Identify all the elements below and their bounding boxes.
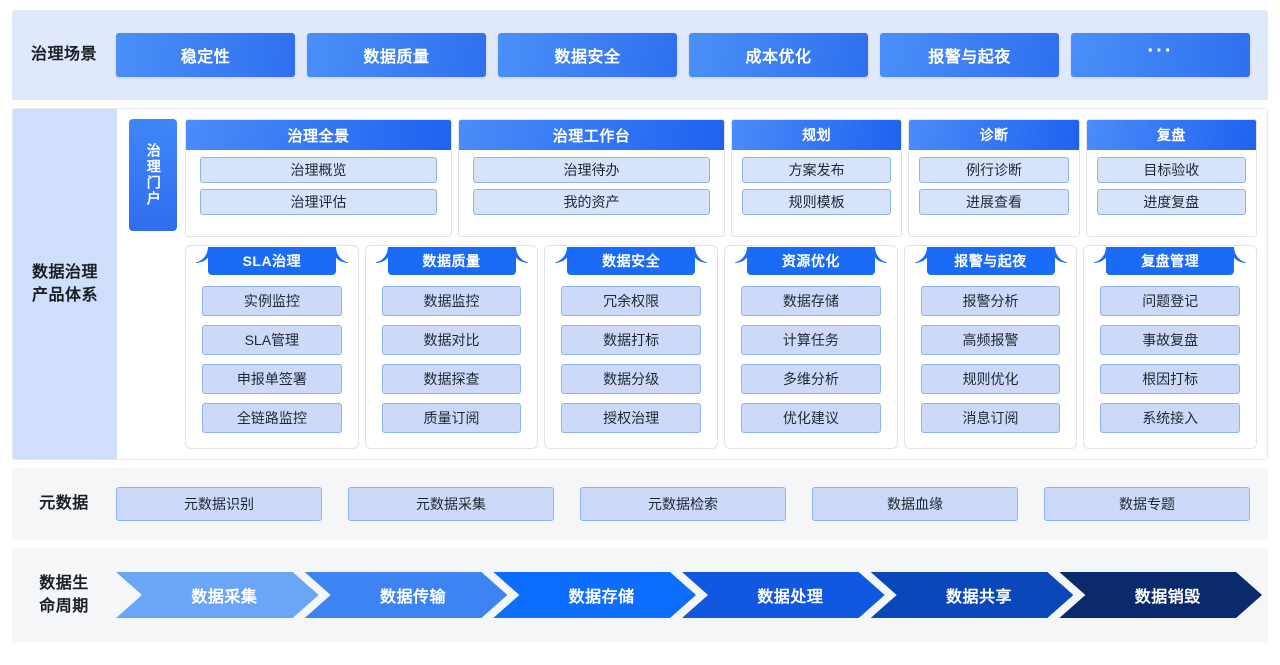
metadata-item-topic[interactable]: 数据专题 — [1044, 487, 1250, 521]
module-card-resource-optimization: 资源优化 数据存储 计算任务 多维分析 优化建议 — [724, 245, 898, 449]
module-item[interactable]: 高频报警 — [920, 325, 1061, 355]
lifecycle-label-line1: 数据生 — [39, 574, 89, 592]
product-columns: 治理全景 治理概览 治理评估 治理工作台 治理待办 我的资产 — [185, 119, 1258, 449]
capability-card-planning: 规划 方案发布 规则模板 — [731, 119, 903, 237]
module-row: SLA治理 实例监控 SLA管理 申报单签署 全链路监控 数据质量 数据监控 数… — [185, 245, 1258, 449]
lifecycle-band: 数据生 命周期 数据采集 数据传输 数据存储 数据处理 数据共享 数据销毁 — [12, 548, 1268, 642]
scenario-item-more[interactable]: ··· — [1071, 33, 1250, 77]
module-card-sla: SLA治理 实例监控 SLA管理 申报单签署 全链路监控 — [185, 245, 359, 449]
module-card-ribbon-title: 资源优化 — [730, 247, 891, 275]
module-item[interactable]: 多维分析 — [741, 364, 881, 394]
product-system-label-line1: 数据治理 — [31, 263, 98, 281]
capability-card-overview: 治理全景 治理概览 治理评估 — [185, 119, 452, 237]
module-item[interactable]: 数据打标 — [561, 325, 702, 355]
capability-card-title: 规划 — [732, 120, 902, 150]
module-card-ribbon-title: SLA治理 — [191, 247, 352, 275]
module-item[interactable]: 数据探查 — [381, 364, 522, 394]
scenario-item-cost-optimization[interactable]: 成本优化 — [689, 33, 868, 77]
module-item[interactable]: 数据对比 — [381, 325, 522, 355]
lifecycle-stage-processing[interactable]: 数据处理 — [682, 572, 885, 618]
lifecycle-stage-collection[interactable]: 数据采集 — [116, 572, 319, 618]
lifecycle-band-label: 数据生 命周期 — [12, 548, 116, 642]
lifecycle-label-line2: 命周期 — [39, 598, 89, 615]
scenario-item-data-quality[interactable]: 数据质量 — [307, 33, 486, 77]
module-card-data-quality: 数据质量 数据监控 数据对比 数据探查 质量订阅 — [364, 245, 539, 449]
capability-card-items: 治理待办 我的资产 — [459, 150, 724, 236]
capability-item[interactable]: 我的资产 — [473, 189, 710, 215]
module-item[interactable]: 根因打标 — [1100, 364, 1241, 394]
capability-item[interactable]: 治理概览 — [200, 157, 437, 183]
product-system-band: 数据治理 产品体系 治理门户 治理全景 治理概览 治理评估 治理工作台 — [12, 108, 1268, 460]
metadata-item-collection[interactable]: 元数据采集 — [348, 487, 554, 521]
scenario-item-data-security[interactable]: 数据安全 — [498, 33, 677, 77]
module-item[interactable]: SLA管理 — [202, 325, 342, 355]
capability-card-diagnosis: 诊断 例行诊断 进展查看 — [908, 119, 1080, 237]
scenarios-band: 治理场景 稳定性 数据质量 数据安全 成本优化 报警与起夜 ··· — [12, 10, 1268, 100]
metadata-band: 元数据 元数据识别 元数据采集 元数据检索 数据血缘 数据专题 — [12, 468, 1268, 540]
capability-card-title: 诊断 — [909, 120, 1079, 150]
module-item[interactable]: 实例监控 — [202, 286, 342, 316]
capability-item[interactable]: 治理待办 — [473, 157, 710, 183]
scenarios-band-label: 治理场景 — [30, 46, 97, 64]
capability-card-workbench: 治理工作台 治理待办 我的资产 — [458, 119, 725, 237]
module-item[interactable]: 报警分析 — [920, 286, 1061, 316]
capability-card-items: 治理概览 治理评估 — [186, 150, 451, 236]
scenarios-list: 稳定性 数据质量 数据安全 成本优化 报警与起夜 ··· — [116, 10, 1268, 100]
module-item[interactable]: 问题登记 — [1100, 286, 1241, 316]
capability-item[interactable]: 方案发布 — [742, 157, 892, 183]
capability-item[interactable]: 规则模板 — [742, 189, 892, 215]
module-item[interactable]: 质量订阅 — [381, 403, 522, 433]
module-card-ribbon-title: 数据质量 — [371, 247, 532, 275]
metadata-band-label: 元数据 — [39, 495, 89, 513]
scenario-item-stability[interactable]: 稳定性 — [116, 33, 295, 77]
module-item[interactable]: 消息订阅 — [920, 403, 1061, 433]
capability-item[interactable]: 例行诊断 — [919, 157, 1069, 183]
capability-item[interactable]: 进展查看 — [919, 189, 1069, 215]
module-item[interactable]: 规则优化 — [920, 364, 1061, 394]
capability-item[interactable]: 治理评估 — [200, 189, 437, 215]
scenario-item-alerting[interactable]: 报警与起夜 — [880, 33, 1059, 77]
metadata-list: 元数据识别 元数据采集 元数据检索 数据血缘 数据专题 — [116, 468, 1268, 540]
module-card-review-management: 复盘管理 问题登记 事故复盘 根因打标 系统接入 — [1083, 245, 1258, 449]
module-item[interactable]: 数据监控 — [381, 286, 522, 316]
product-system-label-line2: 产品体系 — [31, 287, 98, 304]
lifecycle-stage-sharing[interactable]: 数据共享 — [871, 572, 1074, 618]
capability-item[interactable]: 进度复盘 — [1096, 189, 1246, 215]
capability-card-items: 例行诊断 进展查看 — [909, 150, 1078, 236]
module-item[interactable]: 全链路监控 — [202, 403, 342, 433]
module-item[interactable]: 数据存储 — [741, 286, 881, 316]
module-item[interactable]: 事故复盘 — [1100, 325, 1241, 355]
module-item[interactable]: 授权治理 — [561, 403, 702, 433]
module-card-data-security: 数据安全 冗余权限 数据打标 数据分级 授权治理 — [544, 245, 719, 449]
module-card-ribbon-title: 复盘管理 — [1090, 247, 1251, 275]
lifecycle-stage-destruction[interactable]: 数据销毁 — [1059, 572, 1262, 618]
product-system-content: 治理门户 治理全景 治理概览 治理评估 治理工作台 治理待办 — [117, 109, 1267, 459]
capability-row: 治理全景 治理概览 治理评估 治理工作台 治理待办 我的资产 — [185, 119, 1257, 237]
metadata-item-identification[interactable]: 元数据识别 — [116, 487, 322, 521]
module-item[interactable]: 优化建议 — [741, 403, 881, 433]
module-card-ribbon-title: 报警与起夜 — [910, 247, 1071, 275]
module-item[interactable]: 申报单签署 — [202, 364, 342, 394]
capability-card-title: 复盘 — [1086, 120, 1256, 150]
metadata-item-search[interactable]: 元数据检索 — [580, 487, 786, 521]
lifecycle-stage-storage[interactable]: 数据存储 — [493, 572, 696, 618]
product-system-band-label: 数据治理 产品体系 — [13, 109, 117, 459]
capability-card-review: 复盘 目标验收 进度复盘 — [1085, 119, 1257, 237]
module-card-ribbon-title: 数据安全 — [551, 247, 712, 275]
capability-card-title: 治理工作台 — [459, 120, 724, 150]
module-card-alerting: 报警与起夜 报警分析 高频报警 规则优化 消息订阅 — [903, 245, 1078, 449]
metadata-item-lineage[interactable]: 数据血缘 — [812, 487, 1018, 521]
governance-portal-chip[interactable]: 治理门户 — [129, 119, 177, 231]
lifecycle-stages: 数据采集 数据传输 数据存储 数据处理 数据共享 数据销毁 — [116, 548, 1268, 642]
capability-card-title: 治理全景 — [186, 120, 451, 150]
capability-item[interactable]: 目标验收 — [1096, 157, 1246, 183]
module-item[interactable]: 数据分级 — [561, 364, 702, 394]
module-item[interactable]: 冗余权限 — [561, 286, 702, 316]
module-item[interactable]: 计算任务 — [741, 325, 881, 355]
module-item[interactable]: 系统接入 — [1100, 403, 1241, 433]
capability-card-items: 方案发布 规则模板 — [732, 150, 901, 236]
capability-card-items: 目标验收 进度复盘 — [1087, 150, 1256, 236]
lifecycle-stage-transmission[interactable]: 数据传输 — [305, 572, 508, 618]
